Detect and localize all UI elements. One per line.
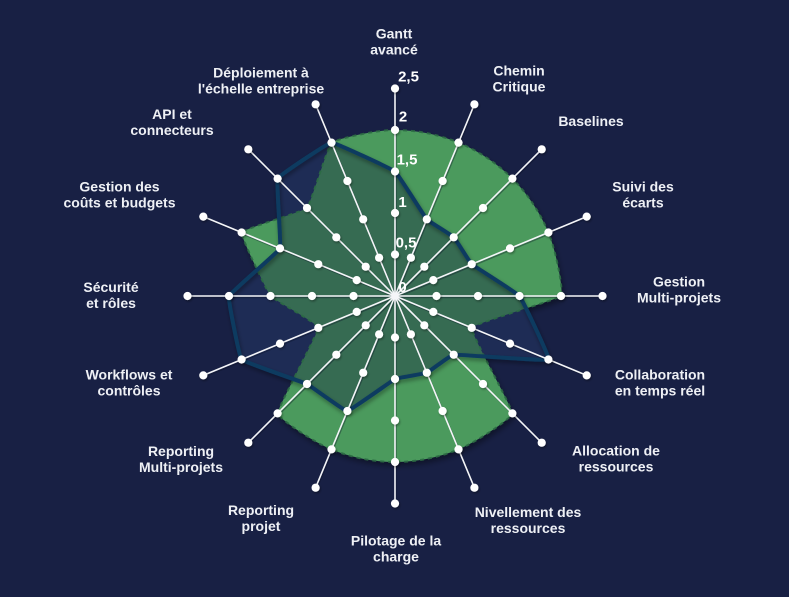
svg-text:2,5: 2,5 [398,68,419,85]
svg-text:projet: projet [242,518,281,534]
svg-text:Workflows et: Workflows et [86,367,173,383]
svg-text:écarts: écarts [622,194,663,210]
svg-text:0: 0 [398,279,406,296]
svg-text:Gestion: Gestion [653,274,705,290]
svg-text:2: 2 [399,108,407,125]
svg-text:Chemin: Chemin [493,63,544,79]
svg-text:Baselines: Baselines [558,113,624,129]
svg-text:Nivellement des: Nivellement des [475,504,582,520]
svg-text:ressources: ressources [491,520,566,536]
svg-text:1: 1 [398,194,406,211]
svg-text:Reporting: Reporting [228,502,294,518]
svg-text:Collaboration: Collaboration [615,367,705,383]
svg-text:et rôles: et rôles [86,295,136,311]
svg-text:Pilotage de la: Pilotage de la [351,533,441,549]
svg-text:Déploiement à: Déploiement à [213,65,309,81]
svg-text:Critique: Critique [493,78,546,94]
svg-text:API et: API et [152,106,192,122]
svg-text:coûts et budgets: coûts et budgets [63,194,175,210]
svg-text:1,5: 1,5 [397,151,418,168]
svg-text:0,5: 0,5 [396,234,417,251]
svg-text:l'échelle entreprise: l'échelle entreprise [198,80,324,96]
svg-text:Sécurité: Sécurité [83,279,138,295]
svg-text:Suivi des: Suivi des [612,179,674,195]
svg-text:en temps réel: en temps réel [615,382,705,398]
svg-text:Gantt: Gantt [376,26,413,42]
svg-text:Allocation de: Allocation de [572,443,660,459]
svg-text:connecteurs: connecteurs [130,122,213,138]
svg-text:ressources: ressources [579,458,654,474]
svg-text:Multi-projets: Multi-projets [139,459,223,475]
svg-text:Reporting: Reporting [148,443,214,459]
svg-text:contrôles: contrôles [97,382,160,398]
svg-text:Gestion des: Gestion des [79,179,159,195]
svg-text:Multi-projets: Multi-projets [637,289,721,305]
svg-text:charge: charge [373,548,419,564]
svg-text:avancé: avancé [370,41,418,57]
